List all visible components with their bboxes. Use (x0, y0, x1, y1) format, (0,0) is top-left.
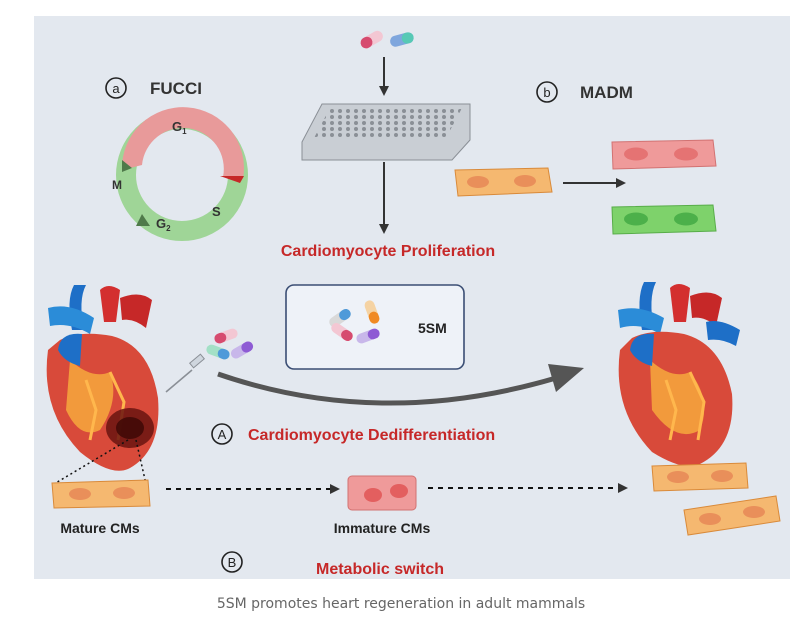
dedifferentiation-label: Cardiomyocyte Dedifferentiation (248, 427, 495, 444)
madm-pink-cell (611, 139, 717, 170)
label-g2: G2 (156, 216, 171, 233)
label-s: S (212, 204, 221, 219)
cell-cycle-ring: G1 S G2 M (112, 107, 248, 241)
panel-b-badge: b (536, 81, 558, 103)
pill-cluster-icon (206, 328, 254, 360)
metabolic-switch-label: Metabolic switch (316, 561, 444, 578)
top-pills-icon (360, 30, 414, 49)
panel-b-letter: b (543, 85, 550, 100)
zoom-line-left (53, 439, 129, 485)
well-plate-icon (301, 103, 471, 161)
section-a-badge: A (211, 423, 233, 445)
syringe-icon (165, 353, 205, 393)
figure-caption: 5SM promotes heart regeneration in adult… (216, 596, 586, 612)
proliferated-cell-bottom (683, 495, 781, 536)
madm-green-cell (611, 204, 717, 235)
proliferated-cell-top (651, 462, 749, 492)
madm-title: MADM (580, 83, 633, 102)
main-arrow-head (548, 364, 584, 392)
section-a-letter: A (218, 427, 227, 442)
madm-orange-cell (454, 167, 553, 197)
section-b-badge: B (221, 551, 243, 573)
drug-box (285, 284, 465, 370)
cycle-marker-green (136, 214, 150, 226)
panel-a-letter: a (112, 81, 120, 96)
panel-a-badge: a (105, 77, 127, 99)
injured-heart-icon (46, 285, 159, 471)
immature-cms-label: Immature CMs (334, 520, 431, 536)
fucci-title: FUCCI (150, 79, 202, 98)
drug-box-label: 5SM (418, 320, 447, 336)
mature-cms-label: Mature CMs (60, 520, 140, 536)
label-g1: G1 (172, 119, 187, 136)
label-m: M (112, 178, 122, 192)
section-b-letter: B (228, 555, 237, 570)
cycle-g1-phase (121, 107, 244, 179)
immature-cm-cell (347, 475, 417, 511)
proliferation-label: Cardiomyocyte Proliferation (281, 243, 495, 260)
mature-cm-cell (51, 479, 151, 509)
main-curved-arrow (217, 371, 557, 406)
cycle-marker-m (122, 160, 132, 172)
healthy-heart-icon (618, 282, 740, 467)
drug-box-pills-icon (329, 300, 380, 344)
cycle-marker-red (220, 176, 244, 183)
